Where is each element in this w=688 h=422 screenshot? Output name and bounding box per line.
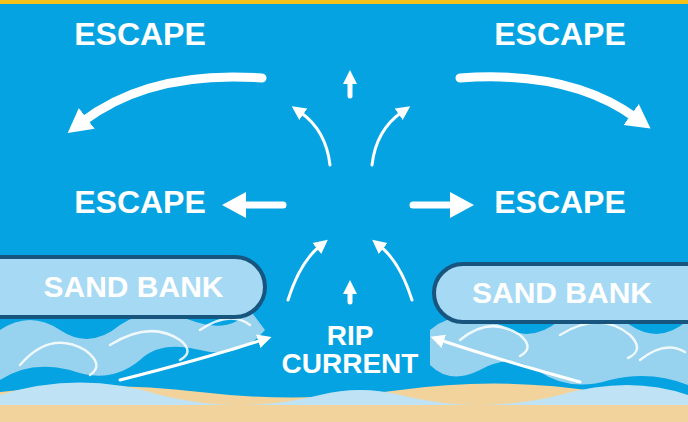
sand-bank: SAND BANK xyxy=(432,262,688,324)
flow-arrow xyxy=(372,112,402,165)
sand-bank-label: SAND BANK xyxy=(472,276,652,310)
wave-foam xyxy=(0,383,688,406)
wave-swirl xyxy=(560,323,637,359)
escape-label: ESCAPE xyxy=(40,186,240,218)
beach-sand xyxy=(0,383,688,422)
sand-bank-label: SAND BANK xyxy=(44,270,224,304)
escape-label: ESCAPE xyxy=(40,18,240,50)
flow-arrow xyxy=(120,340,262,380)
wave-swirl xyxy=(640,348,685,361)
flow-arrow xyxy=(348,80,353,96)
top-strip xyxy=(0,0,688,4)
flow-arrow xyxy=(300,112,330,165)
escape-label: ESCAPE xyxy=(460,186,660,218)
escape-arrow xyxy=(460,77,636,118)
flow-arrow xyxy=(348,290,353,302)
sand-bank: SAND BANK xyxy=(0,255,267,319)
escape-arrow xyxy=(413,202,456,209)
flow-arrow xyxy=(380,246,412,300)
escape-arrow xyxy=(82,77,262,122)
wave-swirl xyxy=(200,319,250,330)
escape-arrow xyxy=(240,202,283,209)
wave-swirl xyxy=(460,326,528,356)
wave-foam xyxy=(0,310,265,380)
escape-label: ESCAPE xyxy=(460,18,660,50)
wave-swirl xyxy=(20,343,96,375)
wave-swirl xyxy=(110,331,188,360)
flow-arrow xyxy=(440,340,580,382)
rip-current-label: RIP CURRENT xyxy=(270,322,430,378)
flow-arrow xyxy=(288,246,320,300)
